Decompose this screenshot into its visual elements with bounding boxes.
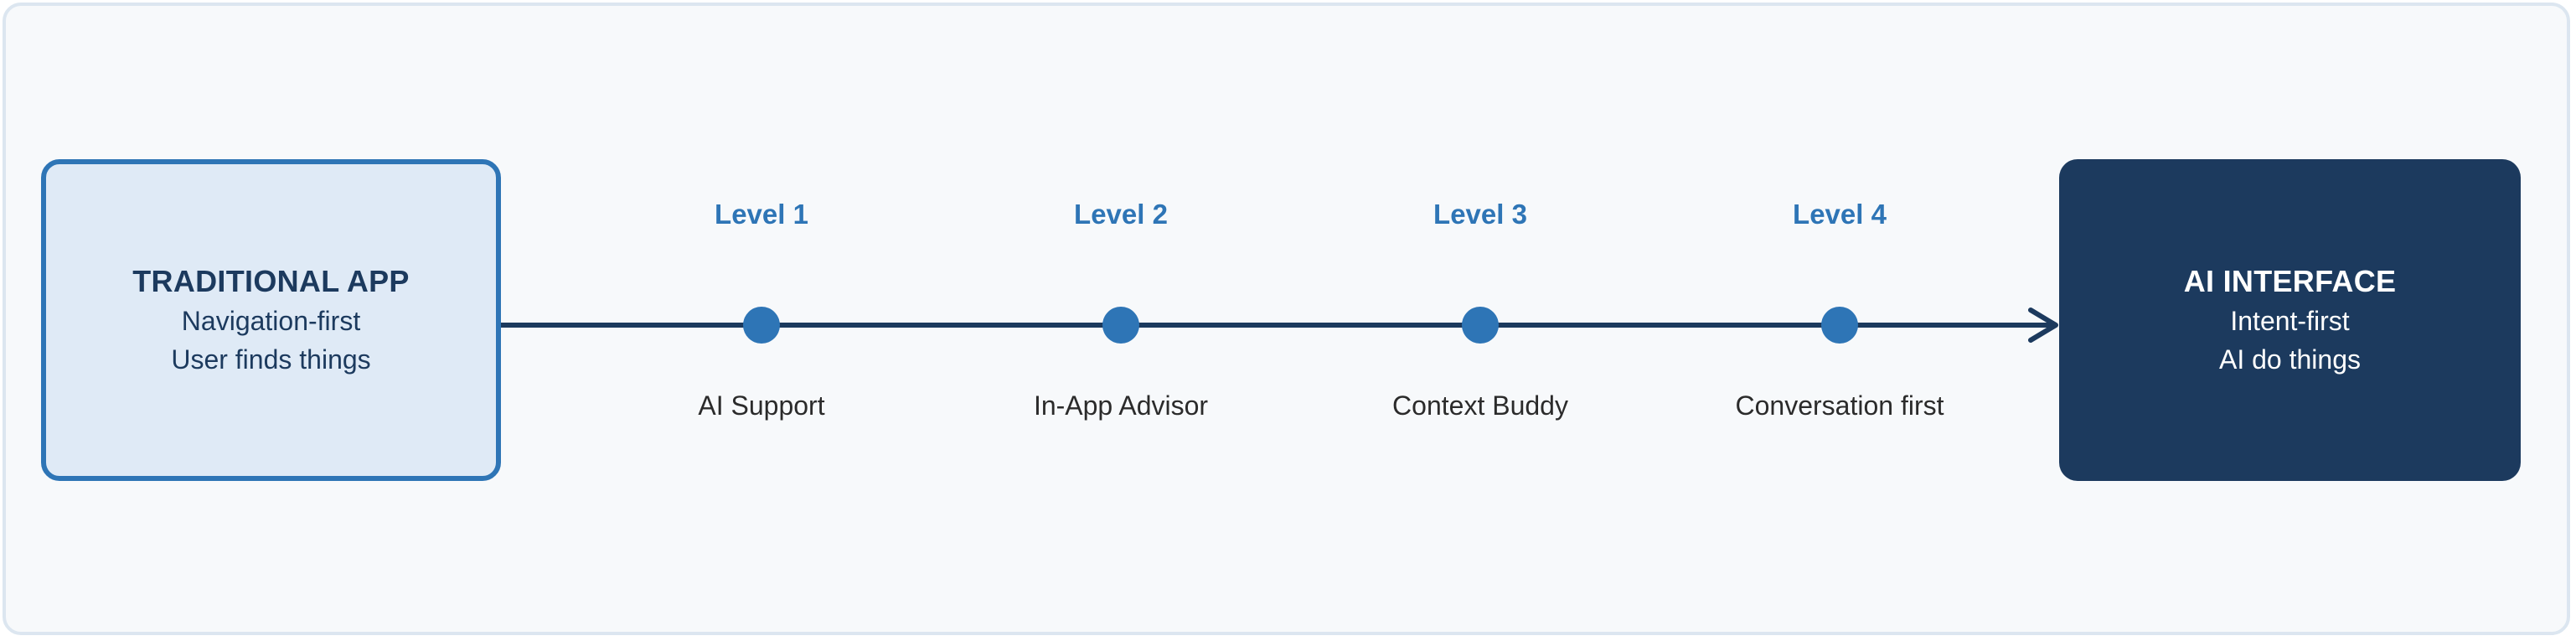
level-2-description: In-App Advisor — [1033, 390, 1209, 421]
level-1-label: Level 1 — [715, 199, 808, 230]
traditional-app-line-2: User finds things — [171, 344, 371, 375]
ai-interface-line-2: AI do things — [2219, 344, 2361, 375]
level-3-description: Context Buddy — [1392, 390, 1568, 421]
ai-interface-line-1: Intent-first — [2230, 306, 2350, 336]
arrow-head-icon — [2028, 308, 2058, 343]
level-1-description: AI Support — [698, 390, 825, 421]
level-3-label: Level 3 — [1433, 199, 1527, 230]
traditional-app-title: TRADITIONAL APP — [132, 264, 410, 298]
level-3-node — [1462, 307, 1499, 344]
ai-interface-box: AI INTERFACE Intent-first AI do things — [2059, 159, 2521, 481]
traditional-app-box: TRADITIONAL APP Navigation-first User fi… — [41, 159, 501, 481]
level-1-node — [743, 307, 780, 344]
ai-interface-title: AI INTERFACE — [2183, 264, 2397, 298]
level-2-label: Level 2 — [1074, 199, 1168, 230]
level-4-label: Level 4 — [1793, 199, 1887, 230]
traditional-app-line-1: Navigation-first — [181, 306, 361, 336]
level-4-node — [1821, 307, 1858, 344]
level-2-node — [1102, 307, 1139, 344]
level-4-description: Conversation first — [1735, 390, 1944, 421]
